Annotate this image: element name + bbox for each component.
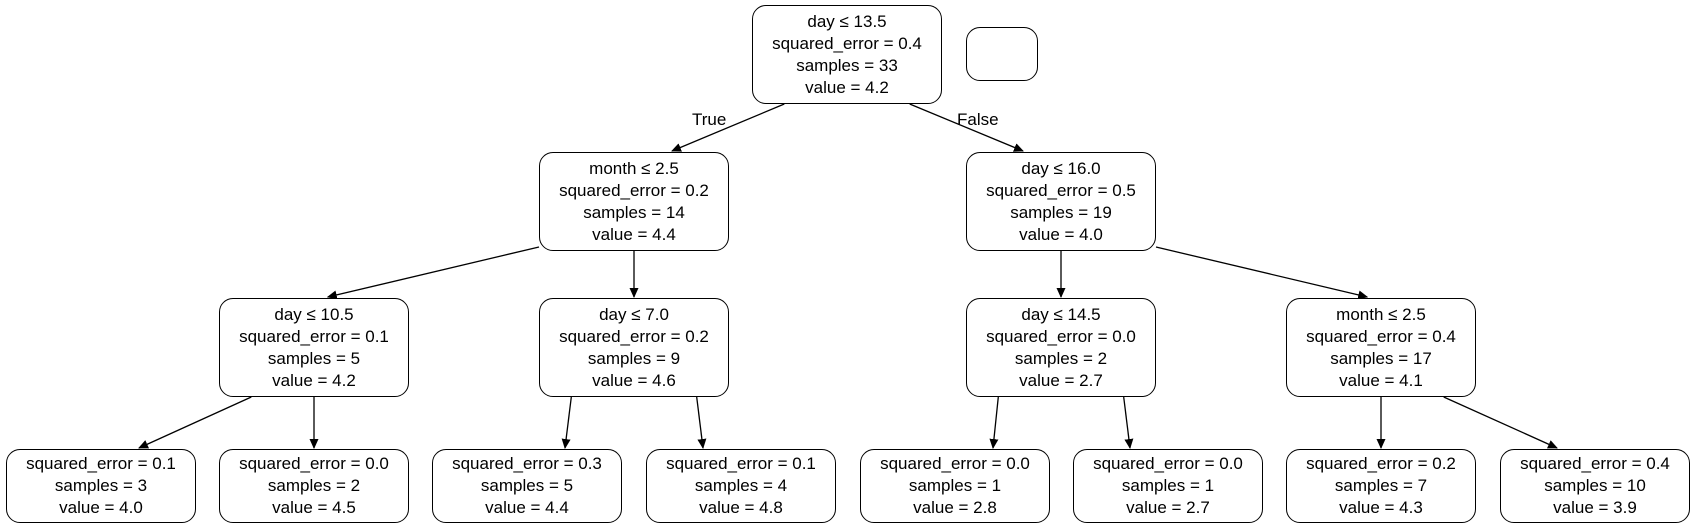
- node-text-line: samples = 19: [1010, 202, 1112, 222]
- node-text-line: squared_error = 0.1: [666, 454, 816, 473]
- node-text-line: samples = 1: [1121, 476, 1215, 495]
- leaf-node: squared_error = 0.1 samples = 4 value = 4.…: [646, 449, 836, 523]
- node-text-line: samples = 9: [587, 348, 681, 368]
- node-text-line: month ≤ 2.5: [1336, 304, 1426, 324]
- node-text-line: squared_error = 0.2: [1306, 454, 1456, 473]
- leaf-node: squared_error = 0.2 samples = 7 value = 4.…: [1286, 449, 1476, 523]
- tree-edge-arrow: [138, 396, 252, 449]
- tree-edge-arrow: [909, 103, 1024, 152]
- node-text-line: value = 4.8: [699, 498, 783, 517]
- node-text-line: day ≤ 10.5: [274, 304, 354, 324]
- leaf-node: squared_error = 0.0 samples = 1 value = 2.…: [1073, 449, 1263, 523]
- node-text-line: samples = 17: [1330, 348, 1432, 368]
- node-text-line: samples = 5: [480, 476, 574, 495]
- node-text-line: squared_error = 0.2: [559, 180, 709, 200]
- node-text-line: squared_error = 0.4: [1306, 326, 1456, 346]
- tree-edge-arrow: [326, 246, 540, 300]
- node-text-line: day ≤ 16.0: [1021, 158, 1101, 178]
- node-text-line: value = 4.2: [272, 370, 356, 390]
- node-text-line: squared_error = 0.4: [1520, 454, 1670, 473]
- node-text-line: value = 4.6: [592, 370, 676, 390]
- node-text-line: samples = 3: [54, 476, 148, 495]
- node-text-line: day ≤ 7.0: [599, 304, 669, 324]
- node-text-line: value = 4.5: [272, 498, 356, 517]
- tree-edge-arrow: [1443, 396, 1558, 449]
- node-text-line: value = 4.4: [485, 498, 569, 517]
- leaf-node: squared_error = 0.4 samples = 10 value = 3…: [1500, 449, 1690, 523]
- node-text-line: squared_error = 0.2: [559, 326, 709, 346]
- node-text-line: squared_error = 0.0: [1093, 454, 1243, 473]
- tree-edge-arrow: [561, 396, 572, 449]
- edge-label-true: True: [692, 110, 727, 129]
- node-text-line: day ≤ 14.5: [1021, 304, 1101, 324]
- node-text-line: value = 4.0: [1019, 224, 1103, 244]
- leaf-node: squared_error = 0.3 samples = 5 value = 4.…: [432, 449, 622, 523]
- node-text-line: samples = 2: [1014, 348, 1108, 368]
- tree-edge-arrow: [1155, 246, 1369, 300]
- node-text-line: value = 2.8: [913, 498, 997, 517]
- node-text-line: samples = 14: [583, 202, 685, 222]
- tree-edge-arrow: [671, 103, 785, 152]
- node-text-line: value = 4.4: [592, 224, 676, 244]
- node-text-line: month ≤ 2.5: [589, 158, 679, 178]
- node-text-line: squared_error = 0.0: [880, 454, 1030, 473]
- node-text-line: day ≤ 13.5: [807, 11, 887, 31]
- node-text-line: samples = 2: [267, 476, 361, 495]
- node-text-line: samples = 10: [1544, 476, 1646, 495]
- legend-box: [966, 27, 1038, 81]
- node-text-line: squared_error = 0.3: [452, 454, 602, 473]
- leaf-node: squared_error = 0.1 samples = 3 value = 4.…: [6, 449, 196, 523]
- node-text-line: squared_error = 0.0: [239, 454, 389, 473]
- leaf-node: squared_error = 0.0 samples = 2 value = 4.…: [219, 449, 409, 523]
- node-text-line: squared_error = 0.4: [772, 33, 922, 53]
- node-text-line: squared_error = 0.1: [239, 326, 389, 346]
- tree-edge-arrow: [1123, 396, 1134, 449]
- node-text-line: value = 4.1: [1339, 370, 1423, 390]
- node-text-line: value = 2.7: [1126, 498, 1210, 517]
- node-text-line: samples = 7: [1334, 476, 1428, 495]
- node-text-line: samples = 5: [267, 348, 361, 368]
- edge-label-false: False: [957, 110, 999, 129]
- node-text-line: value = 4.2: [805, 77, 889, 97]
- node-text-line: squared_error = 0.5: [986, 180, 1136, 200]
- node-text-line: squared_error = 0.1: [26, 454, 176, 473]
- node-text-line: value = 2.7: [1019, 370, 1103, 390]
- tree-edge-arrow: [696, 396, 707, 449]
- node-text-line: value = 4.3: [1339, 498, 1423, 517]
- node-text-line: samples = 33: [796, 55, 898, 75]
- node-text-line: squared_error = 0.0: [986, 326, 1136, 346]
- node-text-line: samples = 1: [908, 476, 1002, 495]
- node-text-line: value = 4.0: [59, 498, 143, 517]
- leaf-node: squared_error = 0.0 samples = 1 value = 2.…: [860, 449, 1050, 523]
- node-text-line: value = 3.9: [1553, 498, 1637, 517]
- node-text-line: samples = 4: [694, 476, 788, 495]
- tree-edge-arrow: [989, 396, 999, 449]
